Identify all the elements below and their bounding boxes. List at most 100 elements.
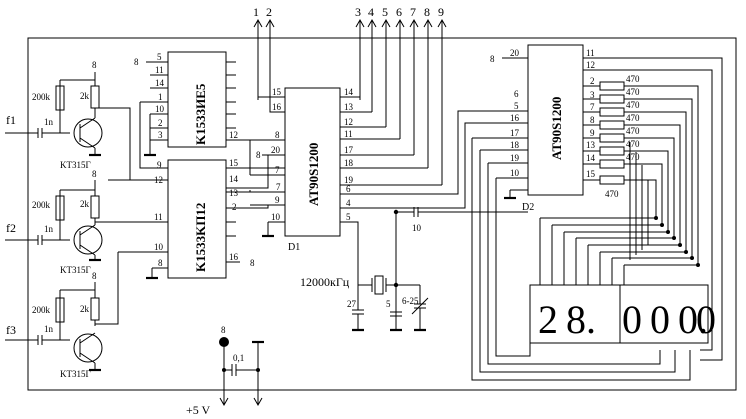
d1-pin-18: 18 [344,158,354,168]
d1-vcc-mark: 8 [256,150,261,160]
ie5-pin-1: 1 [158,92,163,102]
kp12-pin-2: 2 [232,202,237,212]
r470-3: 470 [626,100,640,110]
d1-pin-8: 8 [275,130,280,140]
transistor-2-type: KT315Г [60,265,91,275]
r-2k-1: 2k [80,91,90,101]
display-digit-4: 0 [650,297,670,342]
t2-vcc-mark: 8 [92,169,97,179]
d1-pin-4: 4 [346,198,351,208]
kp12-pin-10: 10 [154,242,164,252]
r-200k-3: 200k [32,305,51,315]
cap-1n-1: 1n [44,117,54,127]
display-digit-5: 0. [678,297,708,342]
r470-4: 470 [626,113,640,123]
d1-pin-17: 17 [344,145,354,155]
d2-pin-7: 7 [590,102,595,112]
kp12-pin-8: 8 [158,258,163,268]
d1-pin-12: 12 [344,117,353,127]
ic-d1-name: AT90S1200 [306,143,321,206]
d2-pin-2: 2 [590,76,595,86]
cap-trim: 6-25 [402,296,419,306]
r-2k-2: 2k [80,199,90,209]
d2-pin-20: 20 [510,48,520,58]
d2-pin-10: 10 [510,168,520,178]
ic-d1-ref: D1 [288,242,300,253]
display-digit-1: 2 [538,297,558,342]
bus-label-2: 2 [266,5,272,19]
d1-pin-11: 11 [344,129,353,139]
ic-ie5-name: K1533ИЕ5 [193,83,208,145]
t1-vcc-mark: 8 [92,60,97,70]
t3-vcc-mark: 8 [92,271,97,281]
f2-label: f2 [6,221,16,235]
d2-pin-8: 8 [590,115,595,125]
transistor-stage-2: f2 1n 200k 2k KT315Г 8 [5,169,168,275]
cap-supply: 0,1 [233,353,244,363]
ic-kp12-name: K1533KП12 [193,203,208,272]
display-digit-3: 0 [622,297,642,342]
d1-pin-13: 13 [344,102,354,112]
bus-label-9: 9 [438,5,444,19]
d1-pin-19: 19 [344,175,354,185]
bus-label-4: 4 [368,5,374,19]
display-digit-2: 8. [566,297,596,342]
bus-label-6: 6 [396,5,402,19]
crystal-label: 12000кГц [300,275,350,289]
ie5-pin-11: 11 [155,65,164,75]
ie5-pin-10: 10 [155,104,165,114]
d2-pin-16: 16 [510,113,520,123]
d2-pin-15: 15 [586,169,596,179]
r470-1: 470 [626,74,640,84]
bus-label-3: 3 [355,5,361,19]
r470-6: 470 [626,139,640,149]
seven-segment-display: 2 8. 0 0 0. 0 [529,284,716,344]
cap-5: 5 [386,299,391,309]
transistor-stage-3: f3 1n 200k 2k KT315Г 8 [5,252,119,379]
ic-ie5: K1533ИЕ5 5 11 14 1 10 2 3 12 8 [134,51,251,175]
board-frame [27,37,737,391]
segment-bus [539,142,700,285]
f1-label: f1 [6,113,16,127]
kp12-pin-11: 11 [154,212,163,222]
d2-pin-11: 11 [586,48,595,58]
d1-pin-9: 9 [275,195,280,205]
r-2k-3: 2k [80,304,90,314]
d2-pin-18: 18 [510,140,520,150]
r-200k-1: 200k [32,92,51,102]
cap-10: 10 [412,223,422,233]
kp12-pin-14: 14 [229,174,239,184]
d1-pin-7: 7 [275,165,280,175]
ie5-pin-3: 3 [158,130,163,140]
ic-d2: AT90S1200 D2 20 6 5 16 17 18 19 10 11 12… [458,44,723,381]
d2-pin-19: 19 [510,153,520,163]
ie5-pin-2: 2 [158,118,163,128]
ie5-vcc-mark: 8 [134,57,139,67]
cap-1n-3: 1n [44,324,54,334]
supply-label: +5 V [186,403,211,417]
d1-pin-15: 15 [272,87,282,97]
f3-label: f3 [6,323,16,337]
d2-pin-13: 13 [586,140,596,150]
d1-pin-16: 16 [272,102,282,112]
r-200k-2: 200k [32,200,51,210]
kp12-pin-7: 7 [276,182,281,192]
kp12-pin-15: 15 [229,158,239,168]
bus-label-5: 5 [382,5,388,19]
bus-label-1: 1 [253,5,259,19]
d2-pin-9: 9 [590,128,595,138]
oscillator: 12000кГц 27 5 6-25 10 [300,207,528,332]
d1-pin-6: 6 [346,184,351,194]
r470-2: 470 [626,87,640,97]
supply-vcc-mark: 8 [221,325,226,335]
ie5-pin-12: 12 [229,130,238,140]
d2-pin-3: 3 [590,90,595,100]
ic-kp12: K1533KП12 9 12 11 10 8 15 14 13 2 16 7 8 [108,155,285,280]
kp12-vcc-mark: 8 [250,258,255,268]
d1-pin-20: 20 [271,145,281,155]
cap-27: 27 [347,299,357,309]
transistor-3-type: KT315Г [60,369,91,379]
kp12-pin-9: 9 [157,160,162,170]
d2-pin-5: 5 [514,101,519,111]
